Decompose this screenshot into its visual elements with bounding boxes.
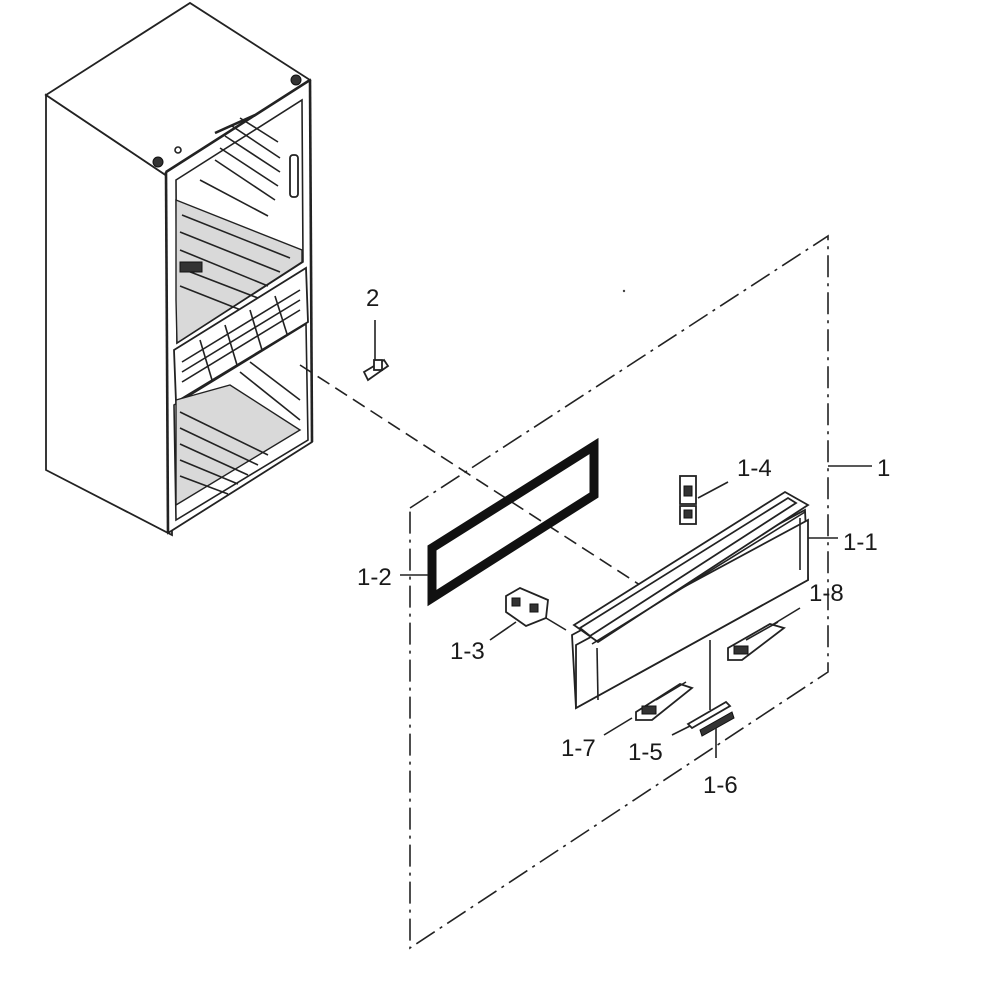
part-1-8-slide	[727, 621, 786, 661]
callout-1-4: 1-4	[737, 455, 772, 482]
leader-line-1-7	[603, 717, 633, 736]
part-1-5-strip	[686, 700, 732, 730]
part-1-3-rail-bracket	[505, 586, 567, 631]
pantry-drawer-grille	[181, 289, 301, 383]
fridge-shelf	[175, 198, 303, 345]
callout-1-1: 1-1	[843, 529, 878, 556]
part-1-4-rail-bracket	[679, 475, 697, 525]
top-hinge-left	[152, 156, 164, 168]
part-1-7-slide	[635, 681, 694, 721]
top-hinge-right	[290, 74, 302, 86]
part-2-bracket	[362, 358, 390, 382]
fridge-light-cover	[289, 154, 299, 198]
callout-1-3: 1-3	[450, 638, 485, 665]
fridge-sensor	[179, 261, 203, 273]
callout-2: 2	[366, 285, 379, 312]
part-1-1-drawer-front	[571, 490, 810, 710]
refrigerator-cabinet	[44, 1, 314, 537]
freezer-basket	[175, 384, 302, 507]
callout-1-7: 1-7	[561, 735, 596, 762]
callout-1-2: 1-2	[357, 564, 392, 591]
leader-line-1-3	[489, 621, 517, 641]
pantry-drawer-section	[173, 266, 309, 404]
leader-line-1-4	[697, 481, 729, 499]
part-1-2-gasket	[427, 437, 599, 607]
callout-1: 1	[877, 455, 890, 482]
freezer-basket-ribs	[179, 411, 269, 495]
callout-1-6: 1-6	[703, 772, 738, 799]
leader-line-1-8	[771, 607, 801, 626]
part-1-6-label	[699, 711, 735, 737]
callout-1-8: 1-8	[809, 580, 844, 607]
callout-1-5: 1-5	[628, 739, 663, 766]
fridge-shelf-ribs	[179, 214, 291, 313]
fridge-back-wall-grooves	[199, 117, 281, 217]
assembly-boundary	[409, 234, 829, 950]
projection-line	[299, 364, 641, 586]
